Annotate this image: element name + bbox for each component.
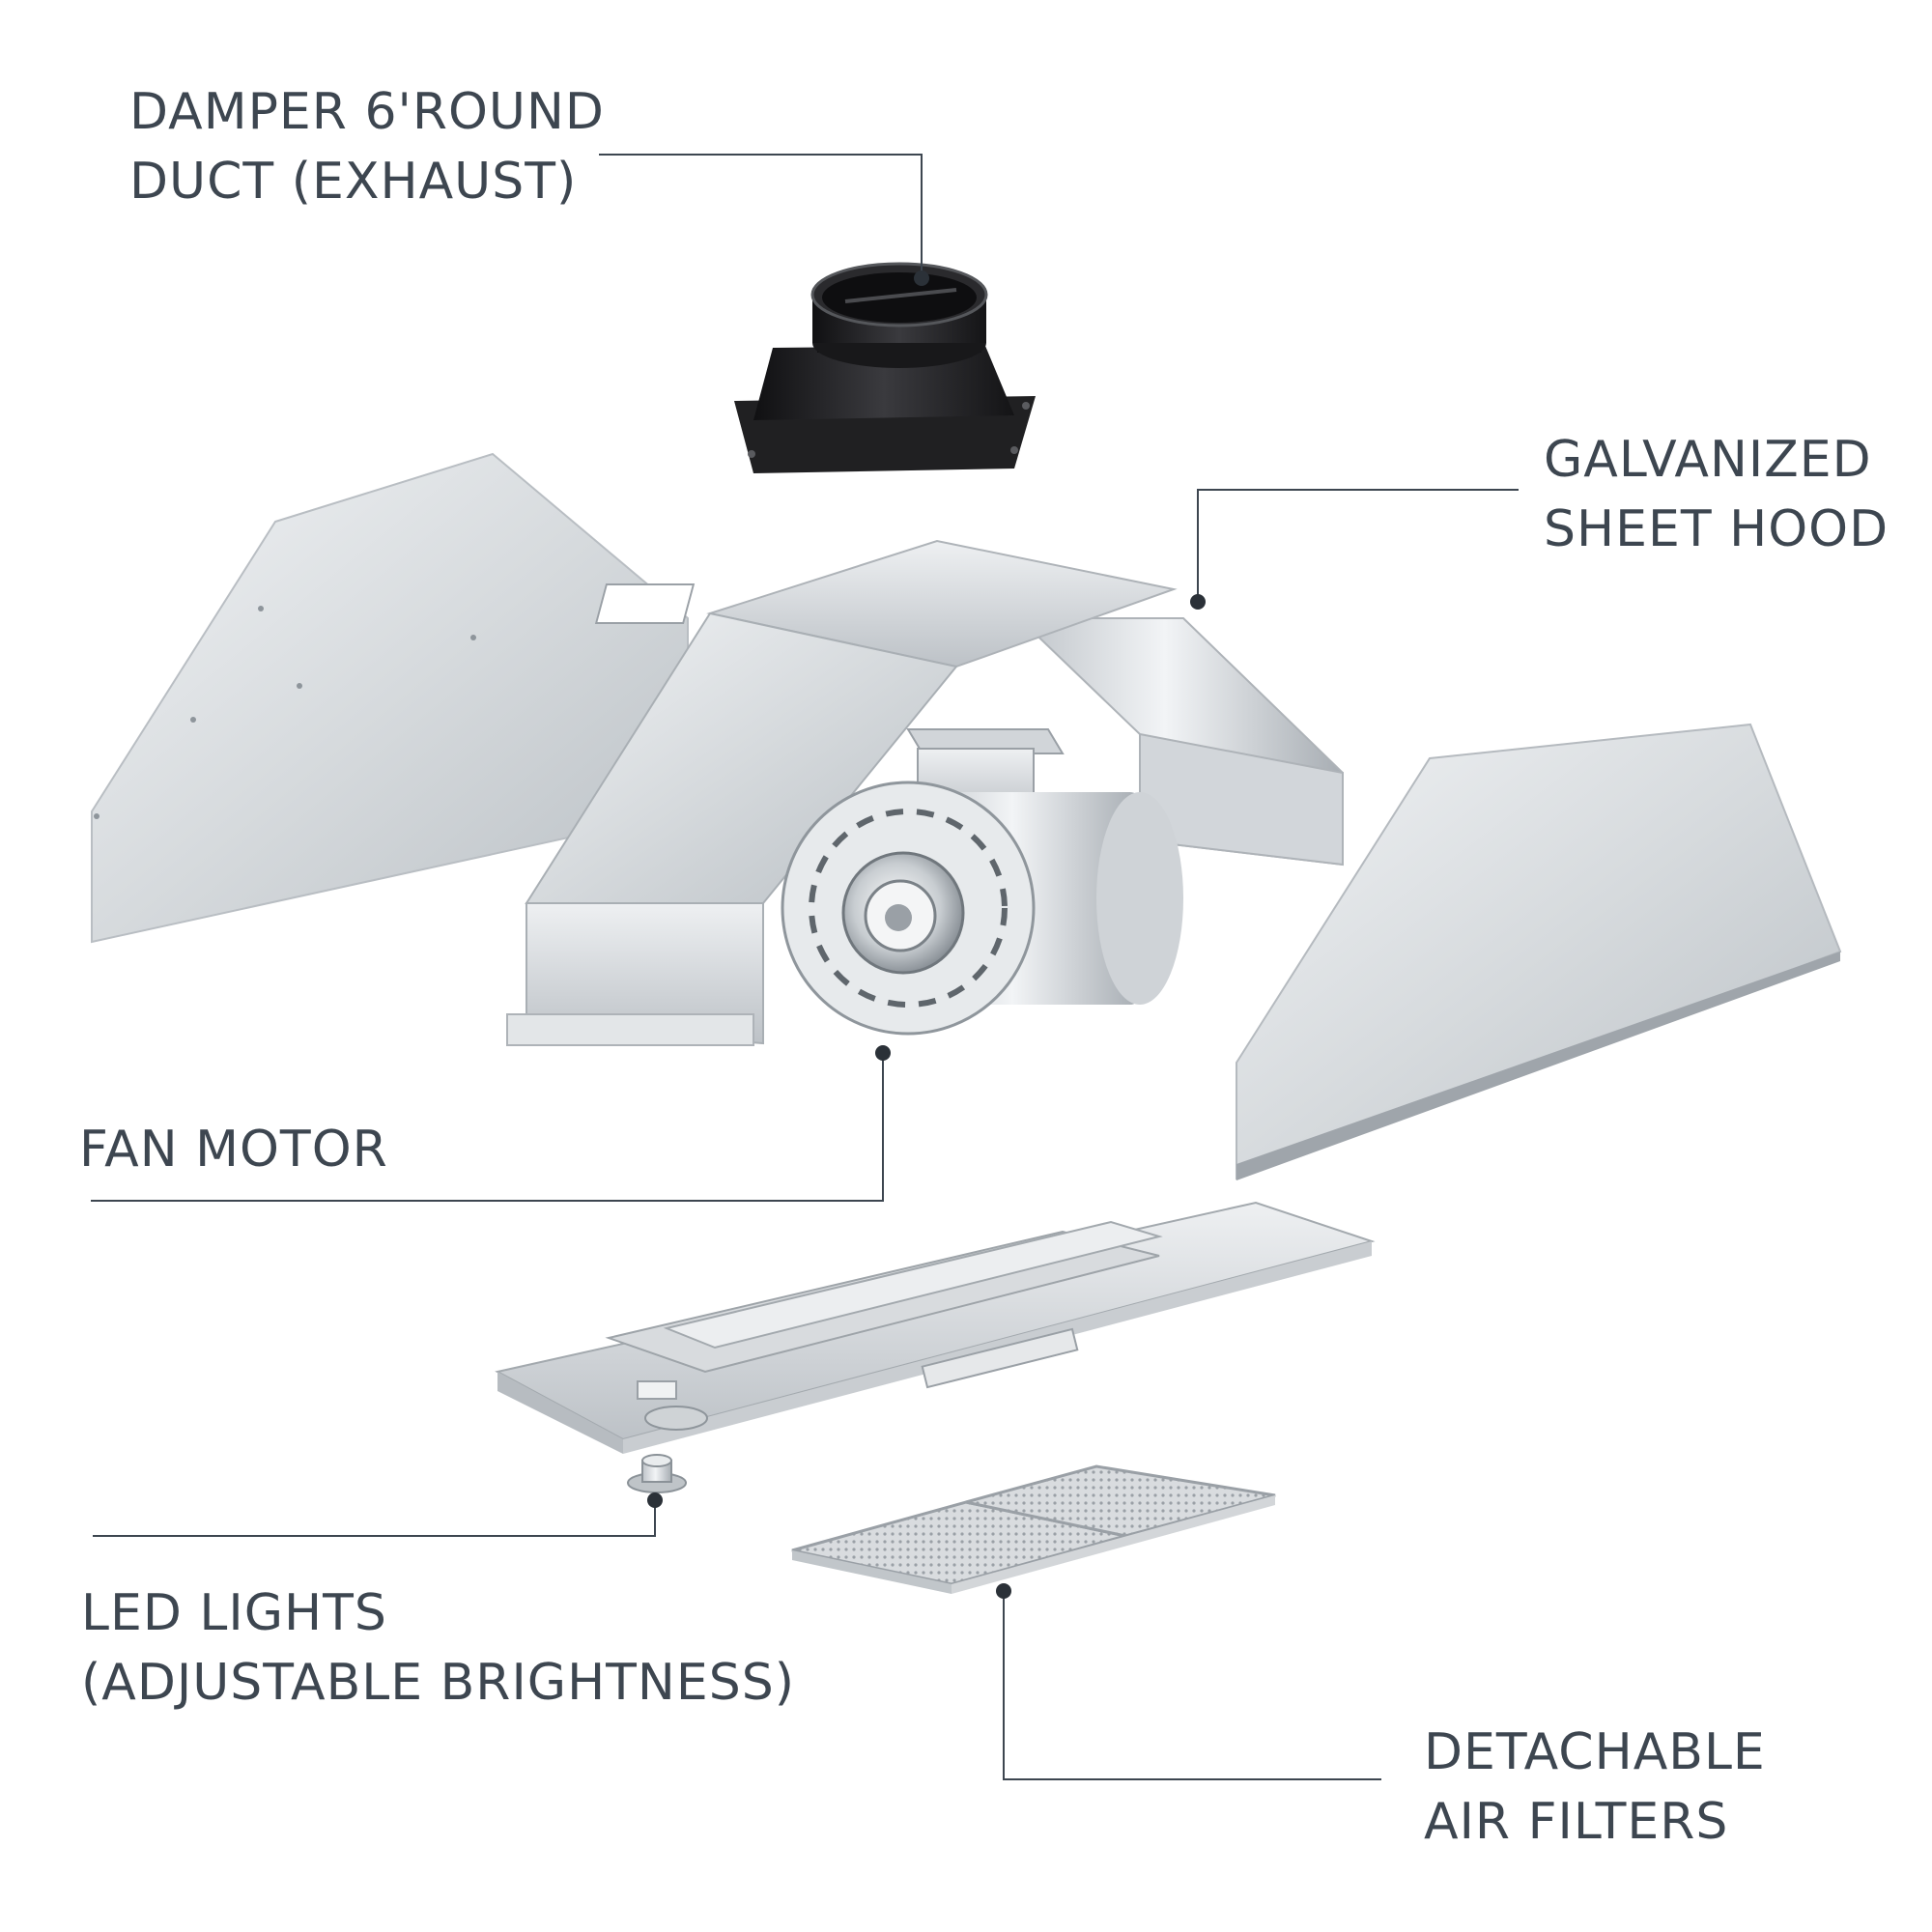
leader-line-filters bbox=[1003, 1591, 1381, 1780]
led-light bbox=[627, 1454, 687, 1493]
callout-fan-motor: FAN MOTOR bbox=[79, 1115, 388, 1184]
leader-dots bbox=[647, 270, 1206, 1599]
leader-lines bbox=[91, 154, 1519, 1780]
leader-line-fan bbox=[91, 1053, 884, 1202]
leader-line-damper bbox=[599, 154, 923, 278]
leader-dot-hood bbox=[1190, 594, 1206, 610]
callout-damper-line1: DAMPER 6'ROUND bbox=[129, 83, 605, 141]
hood-shell bbox=[506, 539, 1344, 1046]
leader-dot-damper bbox=[914, 270, 929, 286]
callout-hood: GALVANIZED SHEET HOOD bbox=[1544, 425, 1889, 564]
callout-filters-line1: DETACHABLE bbox=[1424, 1723, 1766, 1781]
fan-motor bbox=[781, 728, 1183, 1036]
callout-air-filters: DETACHABLE AIR FILTERS bbox=[1424, 1718, 1766, 1857]
leader-line-led bbox=[93, 1500, 656, 1537]
leader-dot-filters bbox=[996, 1583, 1011, 1599]
callout-led-lights: LED LIGHTS (ADJUSTABLE BRIGHTNESS) bbox=[81, 1578, 795, 1718]
callout-damper: DAMPER 6'ROUND DUCT (EXHAUST) bbox=[129, 77, 605, 216]
callout-led-line1: LED LIGHTS bbox=[81, 1584, 387, 1642]
bottom-frame bbox=[495, 1201, 1376, 1454]
callout-fan-line1: FAN MOTOR bbox=[79, 1121, 388, 1179]
damper-duct bbox=[734, 262, 1036, 473]
callout-damper-line2: DUCT (EXHAUST) bbox=[129, 153, 578, 211]
leader-dot-fan bbox=[875, 1045, 891, 1061]
side-panel-right bbox=[1236, 723, 1842, 1180]
air-filters bbox=[791, 1464, 1276, 1594]
callout-hood-line2: SHEET HOOD bbox=[1544, 500, 1889, 558]
leader-line-hood bbox=[1197, 489, 1519, 602]
callout-led-line2: (ADJUSTABLE BRIGHTNESS) bbox=[81, 1654, 795, 1712]
leader-dot-led bbox=[647, 1492, 663, 1508]
callout-filters-line2: AIR FILTERS bbox=[1424, 1793, 1729, 1851]
callout-hood-line1: GALVANIZED bbox=[1544, 431, 1872, 489]
